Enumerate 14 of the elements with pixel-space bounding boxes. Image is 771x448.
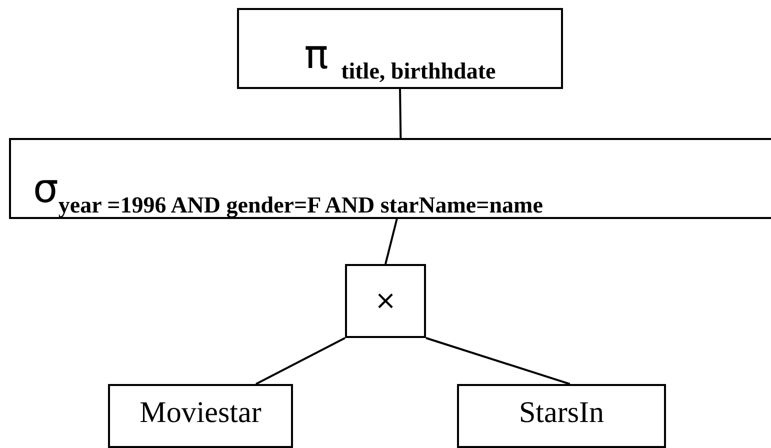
relation-name: Moviestar [140, 396, 262, 430]
projection-operator-box [237, 8, 563, 89]
selection-operator-box [9, 138, 771, 219]
projection-label: π $_{title, birthhdate}$ [304, 32, 496, 85]
relation-box [457, 384, 666, 448]
connector-line [426, 337, 570, 385]
product-operator-box [345, 264, 426, 338]
selection-label: σ$_{year =1996 AND gender=F AND starName=name}$ [33, 166, 543, 219]
connector-line [256, 337, 346, 385]
relation-box [108, 384, 293, 448]
connector-line [399, 88, 402, 138]
connector-line [384, 218, 398, 264]
relation-name: StarsIn [519, 396, 604, 430]
product-label: × [374, 286, 396, 316]
